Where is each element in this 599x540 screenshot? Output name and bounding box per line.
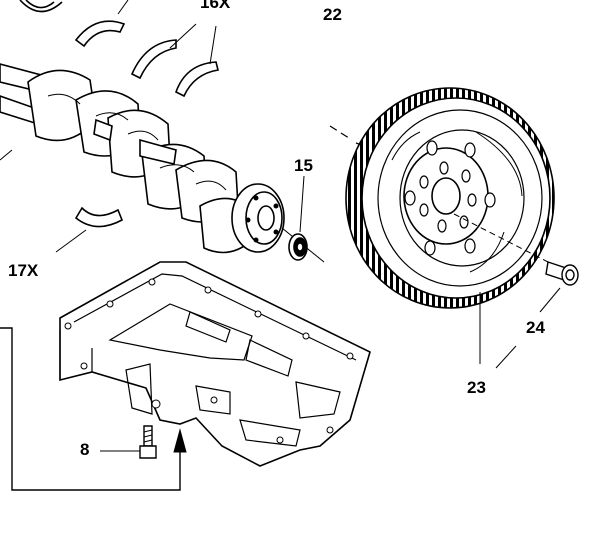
bearing-shell-a xyxy=(74,20,126,48)
spigot-bearing xyxy=(288,233,308,261)
oil-pan-bolt xyxy=(139,425,157,459)
callout-22: 22 xyxy=(323,5,342,24)
flywheel-dashed-axis xyxy=(453,213,549,263)
leader-24 xyxy=(539,287,561,313)
leader-15 xyxy=(299,175,305,233)
oil-pan xyxy=(59,261,371,467)
crankshaft-detail-lines xyxy=(0,93,227,191)
crankshaft xyxy=(0,63,253,254)
leader-16x xyxy=(117,0,217,65)
flange-bolt-holes xyxy=(245,195,279,243)
callout-8: 8 xyxy=(80,440,90,459)
callout-24: 24 xyxy=(526,318,545,337)
crankshaft-flange xyxy=(231,183,285,253)
callout-16x: 16X xyxy=(200,0,231,12)
callout-17x: 17X xyxy=(8,261,39,280)
assembly-arrow xyxy=(173,428,187,453)
flywheel-bolt xyxy=(545,261,579,286)
leader-17x xyxy=(55,229,87,253)
flywheel xyxy=(345,87,555,309)
leader-23 xyxy=(479,292,517,369)
oil-pan-bolt-holes xyxy=(64,278,354,444)
bearing-shell-b xyxy=(130,39,177,80)
flywheel-spokes xyxy=(391,131,523,273)
partial-bearing-top-left xyxy=(19,0,63,13)
callout-23: 23 xyxy=(467,378,486,397)
main-bearing-shells xyxy=(74,20,219,98)
callout-15: 15 xyxy=(294,156,313,175)
flywheel-bolt-holes xyxy=(404,140,496,256)
assembly-bracket xyxy=(0,327,181,491)
bearing-shell-c xyxy=(175,61,219,98)
thrust-bearing-shell xyxy=(74,206,124,228)
